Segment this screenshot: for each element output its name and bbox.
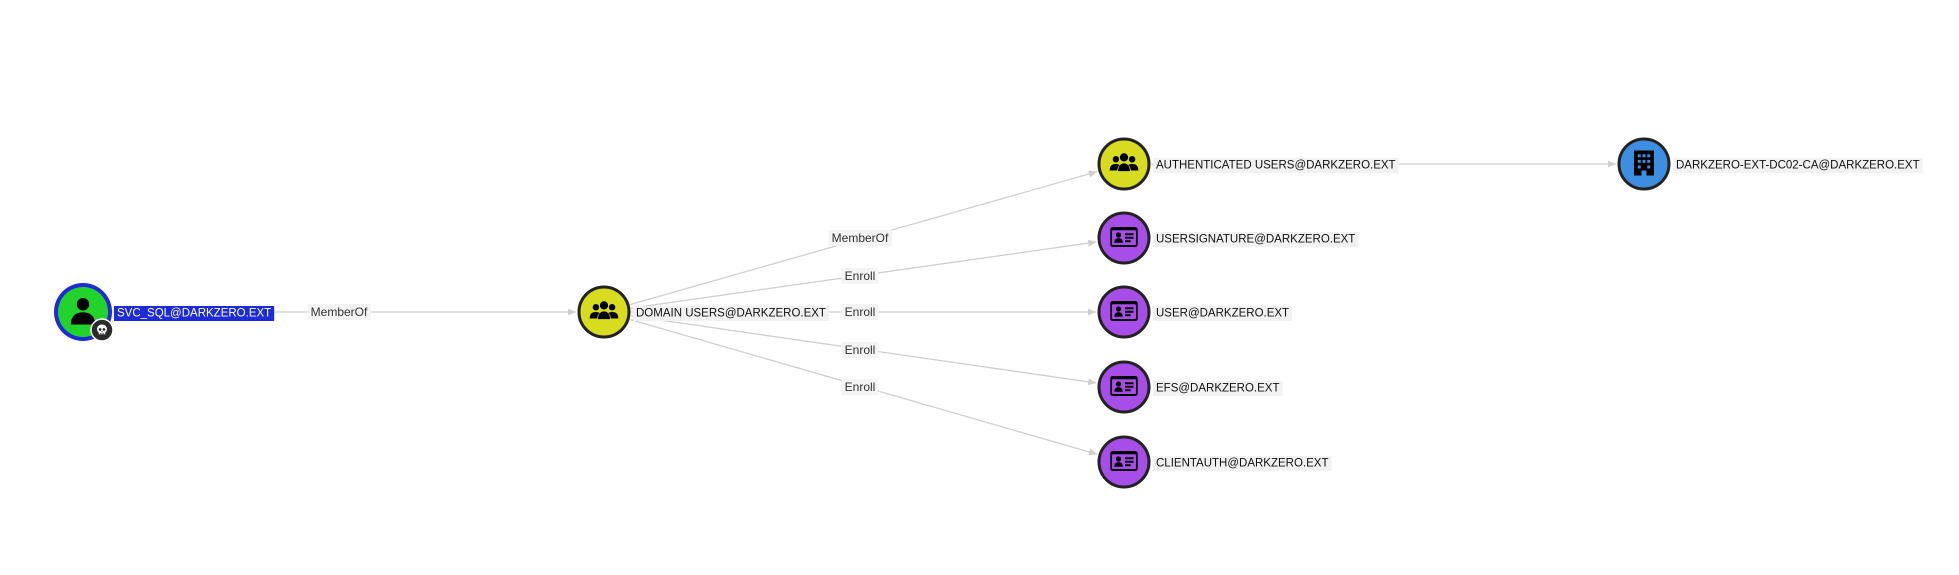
- node-efs[interactable]: EFS@DARKZERO.EXT: [1097, 360, 1283, 414]
- edge-domain_users-to-clientauth[interactable]: Enroll: [629, 318, 1098, 456]
- node-auth_users[interactable]: AUTHENTICATED USERS@DARKZERO.EXT: [1097, 137, 1399, 191]
- node-label[interactable]: USER@DARKZERO.EXT: [1156, 308, 1289, 320]
- edge-label-background: [841, 342, 879, 358]
- edge-label-background: [828, 230, 892, 246]
- node-label[interactable]: EFS@DARKZERO.EXT: [1156, 383, 1280, 395]
- node-label-background: [1153, 158, 1399, 173]
- node-label-background: [1153, 381, 1283, 396]
- node-label[interactable]: DOMAIN USERS@DARKZERO.EXT: [636, 308, 826, 320]
- edge-label-enroll[interactable]: Enroll: [845, 269, 876, 283]
- edge-svc_sql-to-domain_users[interactable]: MemberOf: [112, 304, 576, 320]
- node-label[interactable]: SVC_SQL@DARKZERO.EXT: [117, 308, 271, 320]
- nodes-layer: SVC_SQL@DARKZERO.EXT DOMAIN USERS@DARKZER…: [54, 137, 1923, 489]
- node-user_tpl[interactable]: USER@DARKZERO.EXT: [1097, 285, 1293, 339]
- edge-label-enroll[interactable]: Enroll: [845, 380, 876, 394]
- node-label-background: [1153, 306, 1293, 321]
- edge-domain_users-to-efs[interactable]: Enroll: [630, 315, 1097, 386]
- node-label[interactable]: AUTHENTICATED USERS@DARKZERO.EXT: [1156, 160, 1396, 172]
- node-label-background: [633, 306, 829, 321]
- node-label-background: [114, 306, 275, 321]
- certificate-template-icon: [1110, 376, 1138, 396]
- edge-label-background: [841, 379, 879, 395]
- node-label-background: [1153, 456, 1332, 471]
- edge-label-enroll[interactable]: Enroll: [845, 305, 876, 319]
- node-label[interactable]: USERSIGNATURE@DARKZERO.EXT: [1156, 234, 1355, 246]
- edge-label-background: [841, 268, 879, 284]
- edge-label-background: [307, 304, 371, 320]
- node-label[interactable]: CLIENTAUTH@DARKZERO.EXT: [1156, 458, 1328, 470]
- node-svc_sql[interactable]: SVC_SQL@DARKZERO.EXT: [54, 283, 275, 342]
- node-label-background: [1673, 158, 1923, 173]
- node-ca[interactable]: DARKZERO-EXT-DC02-CA@DARKZERO.EXT: [1617, 137, 1923, 191]
- node-domain_users[interactable]: DOMAIN USERS@DARKZERO.EXT: [577, 285, 829, 339]
- node-label-background: [1153, 232, 1359, 247]
- edge-label-memberof[interactable]: MemberOf: [311, 305, 368, 319]
- node-clientauth[interactable]: CLIENTAUTH@DARKZERO.EXT: [1097, 435, 1332, 489]
- certificate-template-icon: [1110, 227, 1138, 247]
- edge-label-memberof[interactable]: MemberOf: [832, 231, 889, 245]
- edge-domain_users-to-auth_users[interactable]: MemberOf: [629, 170, 1098, 306]
- edge-label-enroll[interactable]: Enroll: [845, 343, 876, 357]
- certificate-template-icon: [1110, 301, 1138, 321]
- edge-domain_users-to-usersignature[interactable]: Enroll: [630, 239, 1097, 309]
- certificate-template-icon: [1110, 451, 1138, 471]
- edge-label-background: [841, 304, 879, 320]
- node-usersignature[interactable]: USERSIGNATURE@DARKZERO.EXT: [1097, 211, 1359, 265]
- node-label[interactable]: DARKZERO-EXT-DC02-CA@DARKZERO.EXT: [1676, 160, 1920, 172]
